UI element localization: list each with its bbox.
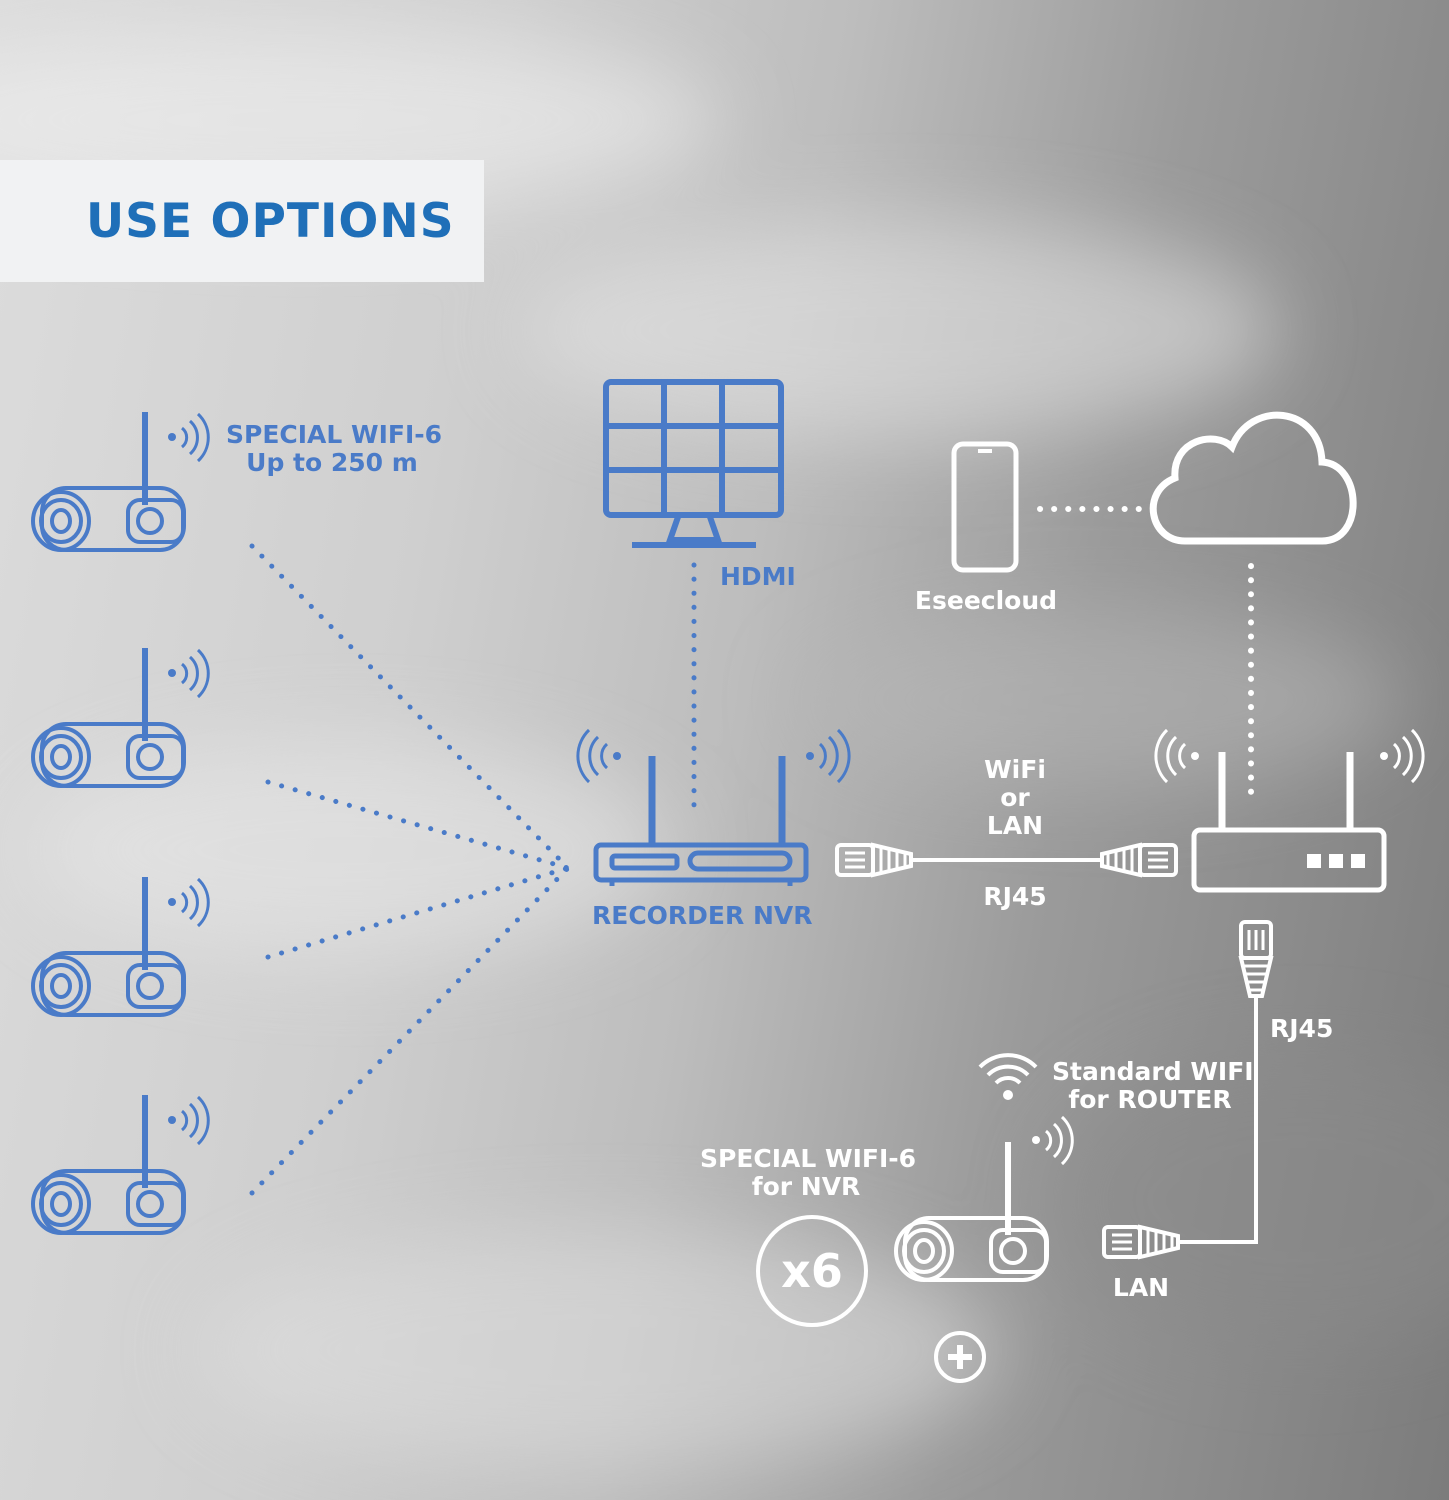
special-wifi-nvr-line1: SPECIAL WIFI-6	[700, 1144, 917, 1173]
rj45-router-label: RJ45	[1270, 1014, 1334, 1043]
camera-icon	[33, 648, 208, 786]
wifi-or-lan-line3: LAN	[986, 811, 1044, 840]
smartphone-icon	[951, 441, 1019, 573]
camera-icon	[33, 412, 208, 550]
quantity-badge-text: x6	[781, 1244, 843, 1298]
special-wifi-label: SPECIAL WIFI-6 Up to 250 m	[226, 420, 443, 477]
wifi-icon	[978, 1053, 1038, 1100]
special-wifi-label-line1: SPECIAL WIFI-6	[226, 420, 443, 449]
wireless-link	[249, 543, 571, 871]
rj45-label: RJ45	[983, 882, 1047, 911]
standard-wifi-line2: for ROUTER	[1068, 1085, 1232, 1114]
camera-icon	[33, 877, 208, 1015]
rj45-plug-icon	[835, 843, 913, 877]
router-icon	[1154, 728, 1425, 893]
quantity-badge: x6	[756, 1215, 868, 1327]
wifi-or-lan-line2: or	[1000, 783, 1030, 812]
lan-cable	[1178, 996, 1258, 1244]
special-wifi-nvr-label: SPECIAL WIFI-6 for NVR	[700, 1144, 917, 1201]
nvr-router-icon	[576, 728, 851, 886]
hdmi-label: HDMI	[720, 562, 796, 591]
plus-icon	[934, 1331, 986, 1383]
wireless-link	[249, 865, 571, 1196]
camera-icon	[894, 1115, 1074, 1282]
special-wifi-label-line2: Up to 250 m	[246, 448, 418, 477]
standard-wifi-line1: Standard WIFI	[1052, 1057, 1254, 1086]
title-banner: USE OPTIONS	[0, 160, 484, 282]
monitor-icon	[603, 379, 784, 548]
eseecloud-label: Eseecloud	[914, 586, 1058, 615]
camera-icon	[33, 1095, 208, 1233]
rj45-plug-icon	[1239, 920, 1273, 998]
wifi-or-lan-line1: WiFi	[984, 755, 1046, 784]
cloud-icon	[1149, 411, 1357, 545]
lan-label: LAN	[1112, 1273, 1170, 1302]
special-wifi-nvr-line2: for NVR	[751, 1172, 861, 1201]
rj45-plug-icon	[1100, 843, 1178, 877]
wireless-link	[265, 865, 571, 960]
recorder-label: RECORDER NVR	[592, 901, 813, 930]
page-title: USE OPTIONS	[86, 193, 455, 249]
rj45-plug-icon	[1102, 1225, 1180, 1259]
wifi-or-lan-label: WiFi or LAN	[960, 756, 1070, 840]
wireless-link	[265, 779, 571, 871]
standard-wifi-label: Standard WIFI for ROUTER	[1052, 1057, 1254, 1114]
